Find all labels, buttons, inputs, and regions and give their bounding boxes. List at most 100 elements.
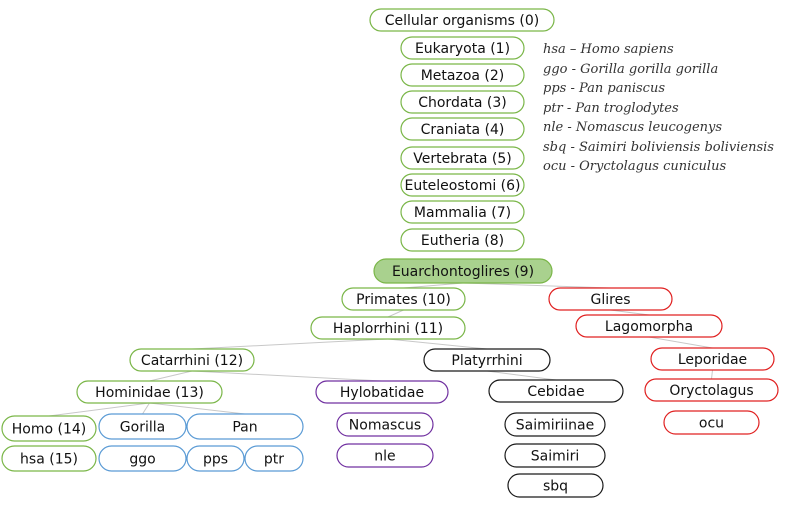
tree-node-label: Eukaryota (1) <box>415 41 510 57</box>
tree-node-label: Oryctolagus <box>669 383 753 399</box>
tree-node-lagomorpha: Lagomorpha <box>575 314 723 338</box>
tree-node-label: Hylobatidae <box>340 385 424 401</box>
tree-edge-n10-n11 <box>387 309 404 318</box>
tree-node-pps: pps <box>186 445 245 472</box>
tree-node-box <box>336 443 434 468</box>
legend-item-sbq: sbq - Saimiri boliviensis boliviensis <box>543 139 774 155</box>
tree-node-box <box>504 443 606 468</box>
tree-node-box <box>1 415 97 442</box>
tree-node-box <box>129 348 255 372</box>
tree-node-box <box>244 445 304 472</box>
tree-node-label: Euarchontoglires (9) <box>392 264 534 280</box>
tree-edge-n9-glires <box>462 282 611 289</box>
tree-node-box <box>400 228 525 252</box>
tree-node-box <box>400 63 525 87</box>
tree-node-label: Leporidae <box>678 352 747 368</box>
tree-node-n14: Homo (14) <box>1 415 97 442</box>
tree-node-label: Eutheria (8) <box>421 233 504 249</box>
tree-edge-n12-n13 <box>149 370 193 382</box>
tree-edge-platyrrhini-cebidae <box>486 370 557 381</box>
tree-node-label: sbq <box>543 479 568 495</box>
tree-node-pan: Pan <box>186 413 304 440</box>
tree-node-box <box>400 36 525 60</box>
tree-edge-n11-n12 <box>191 338 389 350</box>
tree-node-box <box>400 117 525 141</box>
tree-edges <box>48 282 713 417</box>
tree-node-label: Gorilla <box>120 420 165 436</box>
tree-node-saimiri: Saimiri <box>504 443 606 468</box>
tree-edge-n13-gorilla <box>142 402 150 415</box>
tree-node-label: Cellular organisms (0) <box>385 13 540 29</box>
tree-node-label: hsa (15) <box>20 452 78 468</box>
tree-node-sbq: sbq <box>507 473 604 498</box>
tree-node-n8: Eutheria (8) <box>400 228 525 252</box>
tree-node-nle: nle <box>336 443 434 468</box>
tree-edge-n13-pan <box>149 402 246 415</box>
tree-node-box <box>507 473 604 498</box>
tree-node-box <box>400 146 525 170</box>
tree-edge-n13-n14 <box>48 402 150 417</box>
tree-node-label: Platyrrhini <box>451 353 522 369</box>
tree-node-saimiriinae: Saimiriinae <box>504 412 606 437</box>
tree-node-label: ocu <box>699 416 724 432</box>
tree-node-label: Chordata (3) <box>418 95 507 111</box>
tree-node-box <box>310 316 466 340</box>
tree-node-box <box>488 379 624 403</box>
tree-node-glires: Glires <box>548 287 673 311</box>
tree-node-n15: hsa (15) <box>1 445 97 472</box>
tree-node-n12: Catarrhini (12) <box>129 348 255 372</box>
tree-node-label: Nomascus <box>349 418 421 434</box>
tree-node-leporidae: Leporidae <box>650 347 775 371</box>
legend-item-ocu: ocu - Oryctolagus cuniculus <box>543 159 727 174</box>
tree-node-cebidae: Cebidae <box>488 379 624 403</box>
legend-item-nle: nle - Nomascus leucogenys <box>543 120 723 135</box>
tree-node-ggo: ggo <box>98 445 187 472</box>
tree-node-box <box>663 410 760 435</box>
tree-edge-n9-n10 <box>403 282 464 289</box>
tree-edge-n12-hylobatidae <box>191 370 383 382</box>
tree-node-label: Catarrhini (12) <box>141 353 243 369</box>
tree-node-nomascus: Nomascus <box>336 412 434 437</box>
tree-node-label: Hominidae (13) <box>95 385 204 401</box>
tree-node-hylobatidae: Hylobatidae <box>315 380 449 404</box>
tree-node-box <box>644 378 779 402</box>
legend-item-ptr: ptr - Pan troglodytes <box>543 100 679 116</box>
tree-node-box <box>373 258 553 284</box>
tree-node-box <box>400 173 525 197</box>
tree-edge-leporidae-oryctolagus <box>711 369 713 380</box>
tree-node-n10: Primates (10) <box>341 287 466 311</box>
tree-node-label: Homo (14) <box>12 422 86 438</box>
tree-node-n2: Metazoa (2) <box>400 63 525 87</box>
tree-node-n9: Euarchontoglires (9) <box>373 258 553 284</box>
legend-item-ggo: ggo - Gorilla gorilla gorilla <box>543 61 719 77</box>
tree-node-n7: Mammalia (7) <box>400 200 525 224</box>
tree-node-label: Vertebrata (5) <box>413 151 512 167</box>
tree-node-label: Mammalia (7) <box>414 205 511 221</box>
tree-node-label: Saimiriinae <box>516 418 594 434</box>
tree-node-label: Lagomorpha <box>605 319 693 335</box>
tree-node-n5: Vertebrata (5) <box>400 146 525 170</box>
tree-node-ocu: ocu <box>663 410 760 435</box>
legend-item-pps: pps - Pan paniscus <box>543 81 665 96</box>
tree-node-platyrrhini: Platyrrhini <box>423 348 551 372</box>
tree-node-box <box>650 347 775 371</box>
tree-node-gorilla: Gorilla <box>98 413 187 440</box>
tree-node-label: Primates (10) <box>356 292 451 308</box>
tree-node-n0: Cellular organisms (0) <box>369 8 555 32</box>
tree-node-label: Metazoa (2) <box>421 68 505 84</box>
tree-node-box <box>186 413 304 440</box>
tree-node-box <box>98 413 187 440</box>
tree-node-box <box>336 412 434 437</box>
tree-edge-n11-platyrrhini <box>387 338 488 350</box>
tree-node-box <box>400 90 525 114</box>
tree-nodes: Cellular organisms (0) Eukaryota (1) Metaz… <box>1 8 779 498</box>
tree-node-box <box>186 445 245 472</box>
tree-node-oryctolagus: Oryctolagus <box>644 378 779 402</box>
tree-edge-lagomorpha-leporidae <box>648 336 713 349</box>
tree-node-label: Haplorrhini (11) <box>333 321 443 337</box>
tree-node-box <box>315 380 449 404</box>
tree-node-label: ptr <box>264 452 284 468</box>
tree-node-label: nle <box>374 449 395 465</box>
species-legend: hsa – Homo sapiens ggo - Gorilla gorilla… <box>543 40 774 177</box>
tree-node-box <box>369 8 555 32</box>
